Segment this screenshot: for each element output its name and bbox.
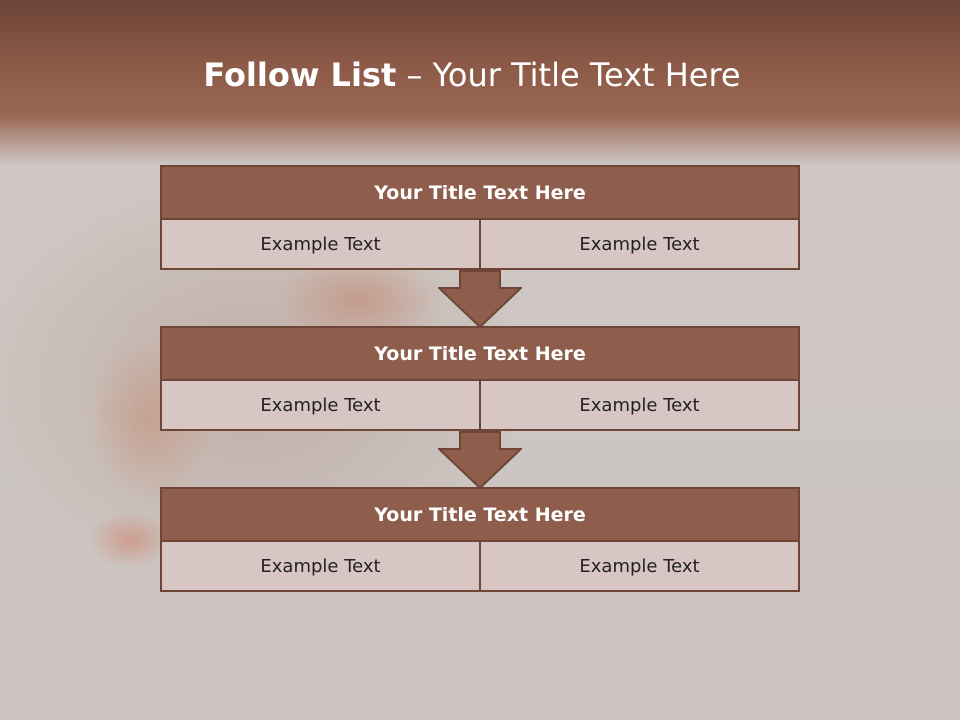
step-block-2: Your Title Text Here Example Text Exampl…	[160, 326, 800, 431]
down-arrow-icon	[438, 431, 522, 489]
step-row: Example Text Example Text	[160, 220, 800, 270]
step-title: Your Title Text Here	[160, 487, 800, 542]
step-block-1: Your Title Text Here Example Text Exampl…	[160, 165, 800, 270]
down-arrow-icon	[438, 270, 522, 328]
title-rest: – Your Title Text Here	[396, 56, 741, 94]
step-cell-left: Example Text	[160, 381, 481, 431]
step-cell-left: Example Text	[160, 220, 481, 270]
header-band	[0, 0, 960, 165]
step-cell-right: Example Text	[481, 381, 800, 431]
step-block-3: Your Title Text Here Example Text Exampl…	[160, 487, 800, 592]
step-title: Your Title Text Here	[160, 165, 800, 220]
step-cell-left: Example Text	[160, 542, 481, 592]
slide-title: Follow List – Your Title Text Here	[0, 56, 952, 94]
step-row: Example Text Example Text	[160, 542, 800, 592]
step-cell-right: Example Text	[481, 220, 800, 270]
step-cell-right: Example Text	[481, 542, 800, 592]
title-bold: Follow List	[203, 56, 397, 94]
step-row: Example Text Example Text	[160, 381, 800, 431]
step-title: Your Title Text Here	[160, 326, 800, 381]
